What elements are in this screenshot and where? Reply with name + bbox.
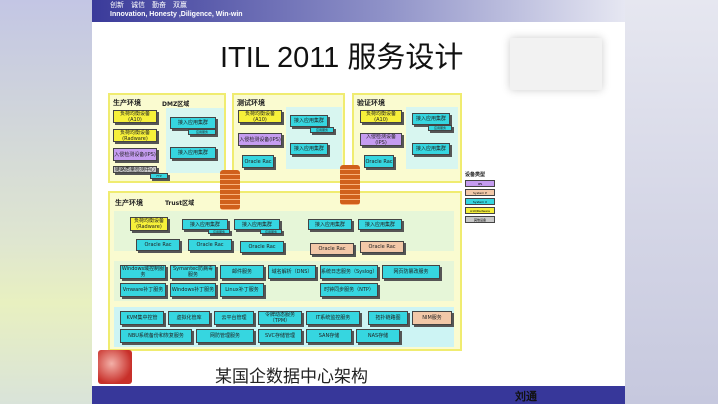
- author: 刘通: [515, 390, 537, 403]
- service-box: 虚拟化管库: [168, 311, 210, 325]
- service-box: 令牌动态服务（TPM）: [258, 311, 302, 325]
- device: 接入应用集群: [234, 219, 280, 230]
- zone-title: 生产环境: [115, 199, 143, 207]
- device: 接入应用集群: [170, 147, 216, 159]
- zone-title: 测试环境: [237, 99, 265, 107]
- service-box: IT系统监控服务: [306, 311, 360, 325]
- legend-item: System X: [465, 198, 495, 205]
- device: 负荷均衡设备(Radware): [130, 217, 168, 231]
- service-box: 网防管理服务: [196, 329, 254, 343]
- device: 入侵检测设备(IPS): [113, 148, 157, 161]
- service-box: 邮件服务: [220, 265, 264, 279]
- service-box: Symantec防病毒服务: [170, 265, 216, 279]
- device: 入侵检测设备(IPS): [360, 133, 402, 146]
- device: 应用服务: [260, 229, 282, 234]
- company-logo: [98, 350, 132, 384]
- device: 负荷均衡设备(A10): [360, 110, 402, 123]
- service-box: NBU系统备份和恢复服务: [120, 329, 192, 343]
- service-box: Vmware补丁服务: [120, 283, 166, 297]
- service-box: 时钟同步服务（NTP）: [320, 283, 378, 297]
- zone-title: 生产环境: [113, 99, 141, 107]
- slide-header: 创新 诚信 勤奋 双赢 Innovation, Honesty ,Diligen…: [92, 0, 625, 22]
- service-box: 云平台管理: [214, 311, 254, 325]
- device: 应用服务: [428, 125, 452, 131]
- device: 链路质量检测中心: [113, 166, 157, 173]
- device: 入侵检测设备(IPS): [238, 133, 282, 146]
- device: 接入应用集群: [290, 143, 328, 155]
- blurred-image: [510, 38, 602, 90]
- device: 接入应用集群: [358, 219, 402, 230]
- service-box: SAN存储: [306, 329, 352, 343]
- firewall-icon: [340, 165, 360, 205]
- device: 接入应用集群: [412, 113, 450, 125]
- motto-en: Innovation, Honesty ,Diligence, Win-win: [110, 11, 243, 18]
- legend-item: System P: [465, 189, 495, 196]
- service-box: Windows补丁服务: [170, 283, 216, 297]
- device: Oracle Rac: [360, 241, 404, 253]
- slide-title: ITIL 2011 服务设计: [220, 42, 464, 74]
- zone-subtitle: DMZ区域: [162, 101, 190, 108]
- service-box: 域名解析（DNS）: [268, 265, 316, 279]
- device: 应用服务: [188, 129, 216, 135]
- device: 负荷均衡设备(A10): [238, 110, 282, 123]
- service-box: SVC存储管理: [258, 329, 302, 343]
- device: Oracle Rac: [364, 155, 394, 168]
- device: 接入应用集群: [182, 219, 228, 230]
- left-decoration: [0, 0, 92, 404]
- legend-item: A10/Radware: [465, 207, 495, 214]
- device: Oracle Rac: [242, 155, 274, 168]
- legend-item: IPS: [465, 180, 495, 187]
- zone-prod-trust: 生产环境 Trust区域 负荷均衡设备(Radware) 接入应用集群 应用服务…: [108, 191, 462, 351]
- service-box: Windows域控制服务: [120, 265, 166, 279]
- device: Oracle Rac: [240, 241, 284, 253]
- device: 应用服务: [310, 127, 334, 133]
- legend-item: 其他设备: [465, 216, 495, 223]
- firewall-icon: [220, 170, 240, 210]
- service-box: Linux补丁服务: [220, 283, 264, 297]
- footer-bar: [92, 386, 625, 404]
- service-box: KVM集中控管: [120, 311, 164, 325]
- device: Oracle Rac: [136, 239, 180, 251]
- device: 接入应用集群: [308, 219, 352, 230]
- slide-caption: 某国企数据中心架构: [215, 367, 368, 387]
- device: Oracle Rac: [310, 243, 354, 255]
- service-box: 拓扑链路图: [368, 311, 408, 325]
- zone-title: 验证环境: [357, 99, 385, 107]
- service-box: 系统日志服务（Syslog）: [320, 265, 378, 279]
- zone-verify: 验证环境 负荷均衡设备(A10) 入侵检测设备(IPS) Oracle Rac …: [352, 93, 462, 183]
- device: 接入应用集群: [290, 115, 328, 127]
- motto-cn: 创新 诚信 勤奋 双赢: [110, 1, 187, 9]
- zone-prod-dmz: 生产环境 DMZ区域 负荷均衡设备(A10) 负荷均衡设备(Radware) 入…: [108, 93, 226, 183]
- service-box: 网页防篡改服务: [382, 265, 440, 279]
- device: FTP: [150, 173, 168, 179]
- zone-subtitle: Trust区域: [165, 200, 195, 207]
- right-decoration: [625, 0, 718, 404]
- device: 负荷均衡设备(A10): [113, 110, 157, 123]
- device: Oracle Rac: [188, 239, 232, 251]
- device: 负荷均衡设备(Radware): [113, 129, 157, 142]
- device: 接入应用集群: [412, 143, 450, 155]
- device: 应用服务: [208, 229, 230, 234]
- service-box: NIM服务: [412, 311, 452, 325]
- legend-title: 设备类型: [465, 172, 486, 178]
- zone-test: 测试环境 负荷均衡设备(A10) 入侵检测设备(IPS) Oracle Rac …: [232, 93, 345, 183]
- device: 接入应用集群: [170, 117, 216, 129]
- service-box: NAS存储: [356, 329, 400, 343]
